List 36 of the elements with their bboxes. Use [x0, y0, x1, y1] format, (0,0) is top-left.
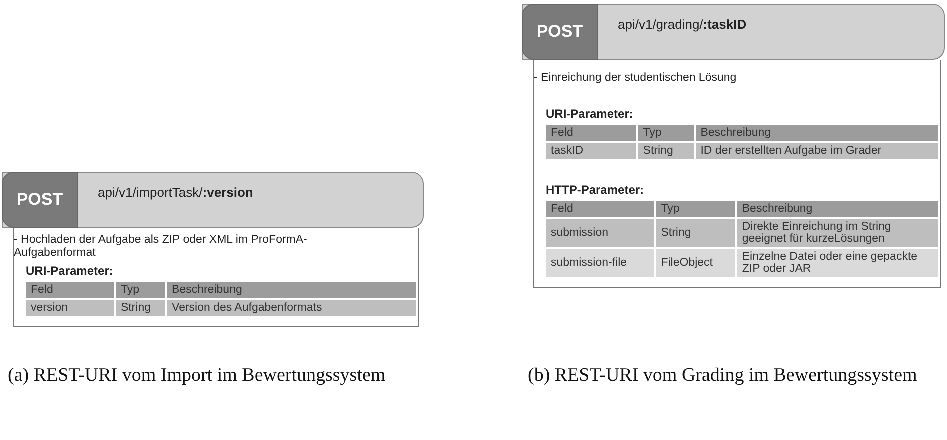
- section-heading: URI-Parameter:: [546, 107, 634, 121]
- table-cell: Einzelne Datei oder eine gepackte ZIP oder JAR: [737, 249, 938, 277]
- table-header-cell: Beschreibung: [737, 201, 938, 217]
- table-cell: Version des Aufgabenformats: [167, 300, 416, 316]
- table-cell: FileObject: [656, 249, 736, 277]
- endpoint-card: [13, 228, 419, 327]
- table-cell: submission-file: [546, 249, 654, 277]
- section-heading: HTTP-Parameter:: [546, 183, 644, 197]
- table-cell: String: [656, 219, 736, 247]
- table-header-cell: Feld: [26, 282, 114, 298]
- endpoint-header-bar: [2, 172, 424, 228]
- figure-caption: (a) REST-URI vom Import im Bewertungssystem: [8, 364, 387, 388]
- table-cell: String: [638, 143, 694, 159]
- method-badge: POST: [2, 172, 78, 228]
- table-header-cell: Beschreibung: [696, 125, 938, 141]
- table-cell: Direkte Einreichung im String geeignet für kurzeLösungen: [737, 219, 938, 247]
- figure-caption: (b) REST-URI vom Grading im Bewertungssystem: [528, 364, 918, 388]
- table-header-cell: Typ: [656, 201, 736, 217]
- endpoint-path: api/v1/importTask/:version: [98, 185, 254, 200]
- table-header-cell: Typ: [638, 125, 694, 141]
- endpoint-header-bar: [522, 4, 945, 60]
- endpoint-card: [533, 60, 941, 288]
- endpoint-path: api/v1/grading/:taskID: [618, 17, 747, 32]
- section-heading: URI-Parameter:: [26, 264, 114, 278]
- table-cell: submission: [546, 219, 654, 247]
- description-text: - Hochladen der Aufgabe als ZIP oder XML im ProFormA-Aufgabenformat: [14, 234, 308, 260]
- table-cell: ID der erstellten Aufgabe im Grader: [696, 143, 938, 159]
- table-header-cell: Typ: [116, 282, 166, 298]
- table-header-cell: Feld: [546, 125, 636, 141]
- table-cell: version: [26, 300, 114, 316]
- table-cell: String: [116, 300, 166, 316]
- table-header-cell: Feld: [546, 201, 654, 217]
- table-header-cell: Beschreibung: [167, 282, 416, 298]
- method-badge: POST: [522, 4, 598, 60]
- table-cell: taskID: [546, 143, 636, 159]
- description-text: - Einreichung der studentischen Lösung: [534, 72, 737, 85]
